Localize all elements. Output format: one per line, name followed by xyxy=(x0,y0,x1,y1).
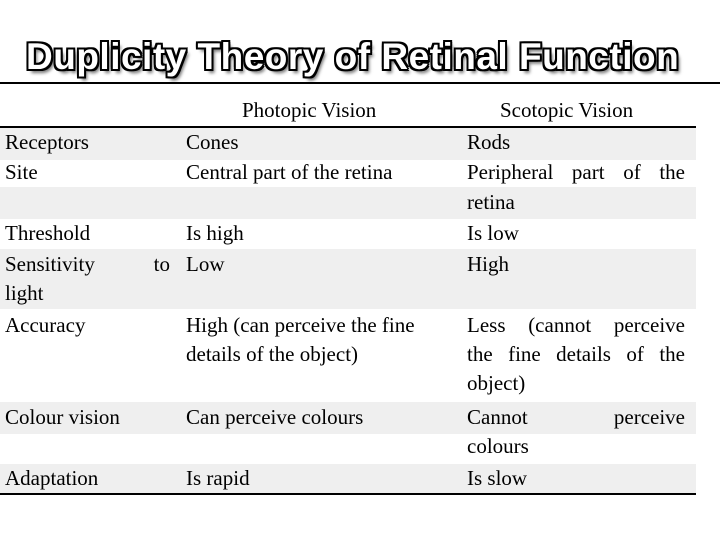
scotopic-adaptation: Is slow xyxy=(467,466,528,490)
word: Less xyxy=(467,313,506,337)
word: part xyxy=(571,160,605,184)
scotopic-accuracy-line3: object) xyxy=(467,371,526,395)
photopic-adaptation: Is rapid xyxy=(186,466,250,490)
word: Cannot xyxy=(467,405,528,429)
label-colour-vision: Colour vision xyxy=(5,405,120,429)
word: the xyxy=(659,342,685,366)
word: perceive xyxy=(613,313,685,337)
photopic-accuracy-line1: High (can perceive the fine xyxy=(186,313,415,337)
word: of xyxy=(623,160,641,184)
label-receptors: Receptors xyxy=(5,130,89,154)
scotopic-site-line2: retina xyxy=(467,190,515,214)
label-accuracy: Accuracy xyxy=(5,313,86,337)
row-band-sensitivity xyxy=(0,249,696,309)
scotopic-accuracy-line1: Less (cannot perceive xyxy=(467,311,685,341)
row-band-site-continued xyxy=(0,187,696,219)
row-band-receptors xyxy=(0,126,696,160)
scotopic-accuracy-line2: the fine details of the xyxy=(467,340,685,370)
scotopic-colour-line1: Cannot perceive xyxy=(467,403,685,433)
page-title: Duplicity Theory of Retinal Function xyxy=(26,36,680,77)
scotopic-site-line1: Peripheral part of the xyxy=(467,158,685,188)
photopic-receptors: Cones xyxy=(186,130,239,154)
header-photopic: Photopic Vision xyxy=(242,98,377,122)
word: to xyxy=(153,252,170,276)
photopic-threshold: Is high xyxy=(186,221,244,245)
word: the xyxy=(467,342,493,366)
scotopic-colour-line2: colours xyxy=(467,434,529,458)
photopic-accuracy-line2: details of the object) xyxy=(186,342,359,366)
header-scotopic: Scotopic Vision xyxy=(500,98,634,122)
label-sensitivity-line1: Sensitivity to xyxy=(5,250,170,280)
row-band-adaptation xyxy=(0,464,696,494)
photopic-colour-vision: Can perceive colours xyxy=(186,405,364,429)
header-rule xyxy=(0,126,696,128)
word: details xyxy=(556,342,611,366)
word: fine xyxy=(508,342,541,366)
label-sensitivity-line2: light xyxy=(5,281,44,305)
scotopic-receptors: Rods xyxy=(467,130,511,154)
photopic-sensitivity: Low xyxy=(186,252,225,276)
scotopic-sensitivity: High xyxy=(467,252,509,276)
table-bottom-rule xyxy=(0,493,696,495)
label-site: Site xyxy=(5,160,38,184)
word: the xyxy=(659,160,685,184)
label-threshold: Threshold xyxy=(5,221,91,245)
word: Sensitivity xyxy=(5,252,95,276)
word: Peripheral xyxy=(467,160,554,184)
photopic-site: Central part of the retina xyxy=(186,160,393,184)
scotopic-threshold: Is low xyxy=(467,221,519,245)
word: perceive xyxy=(613,405,685,429)
table-top-rule xyxy=(0,82,720,84)
label-adaptation: Adaptation xyxy=(5,466,99,490)
row-band-colour xyxy=(0,402,696,434)
word: of xyxy=(626,342,644,366)
word: (cannot xyxy=(528,313,592,337)
